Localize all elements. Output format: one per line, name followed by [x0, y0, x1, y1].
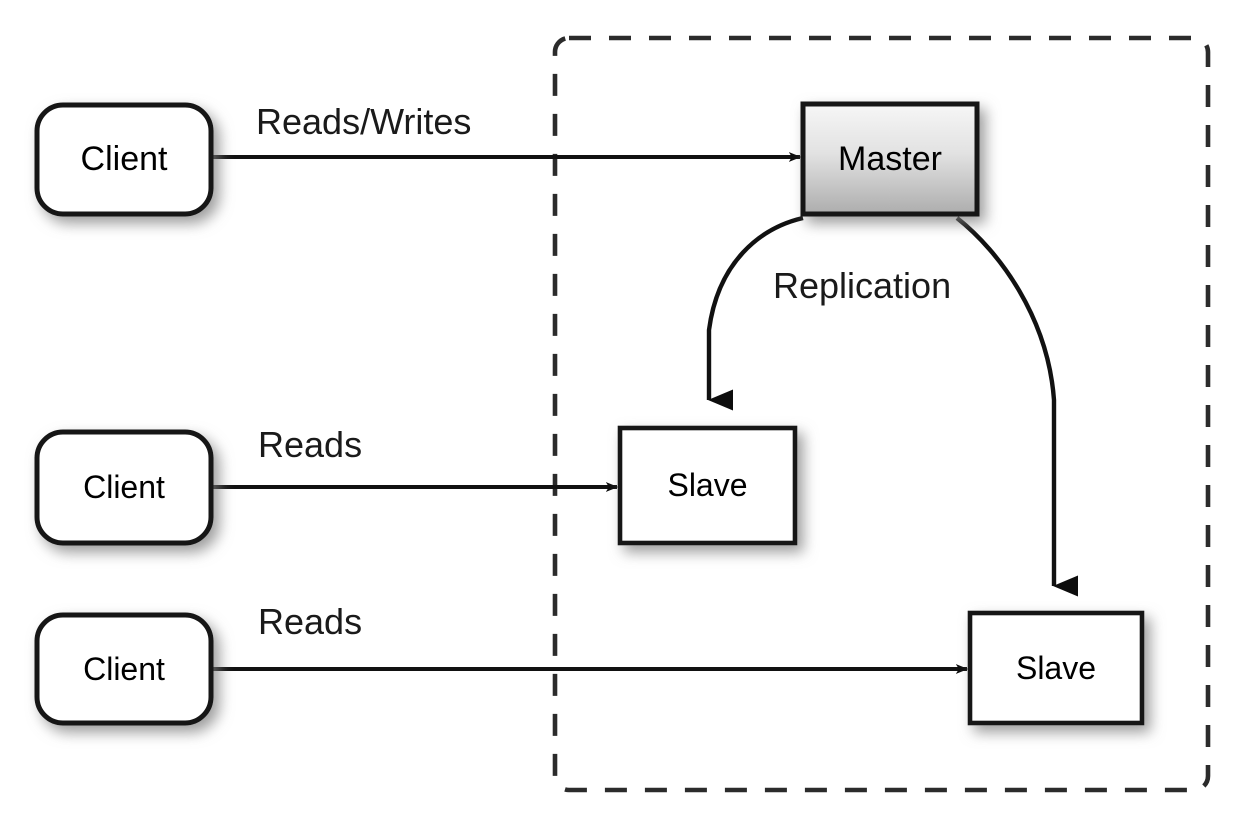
edge-label-reads-writes: Reads/Writes: [256, 101, 472, 142]
edge-label-reads-slave1: Reads: [258, 424, 363, 465]
cluster-boundary: [552, 35, 1211, 793]
edge-master-to-slave1: [706, 215, 804, 411]
node-slave-2[interactable]: [967, 610, 1145, 726]
node-client-2[interactable]: [34, 429, 214, 546]
edge-label-reads-slave2: Reads: [258, 601, 363, 642]
node-slave-1[interactable]: [617, 425, 798, 546]
node-master[interactable]: [800, 101, 980, 217]
edge-master-to-slave2: [955, 216, 1078, 597]
node-client-3[interactable]: [34, 612, 214, 726]
edge-label-replication: Replication: [773, 265, 952, 306]
node-client-1[interactable]: [34, 102, 214, 217]
